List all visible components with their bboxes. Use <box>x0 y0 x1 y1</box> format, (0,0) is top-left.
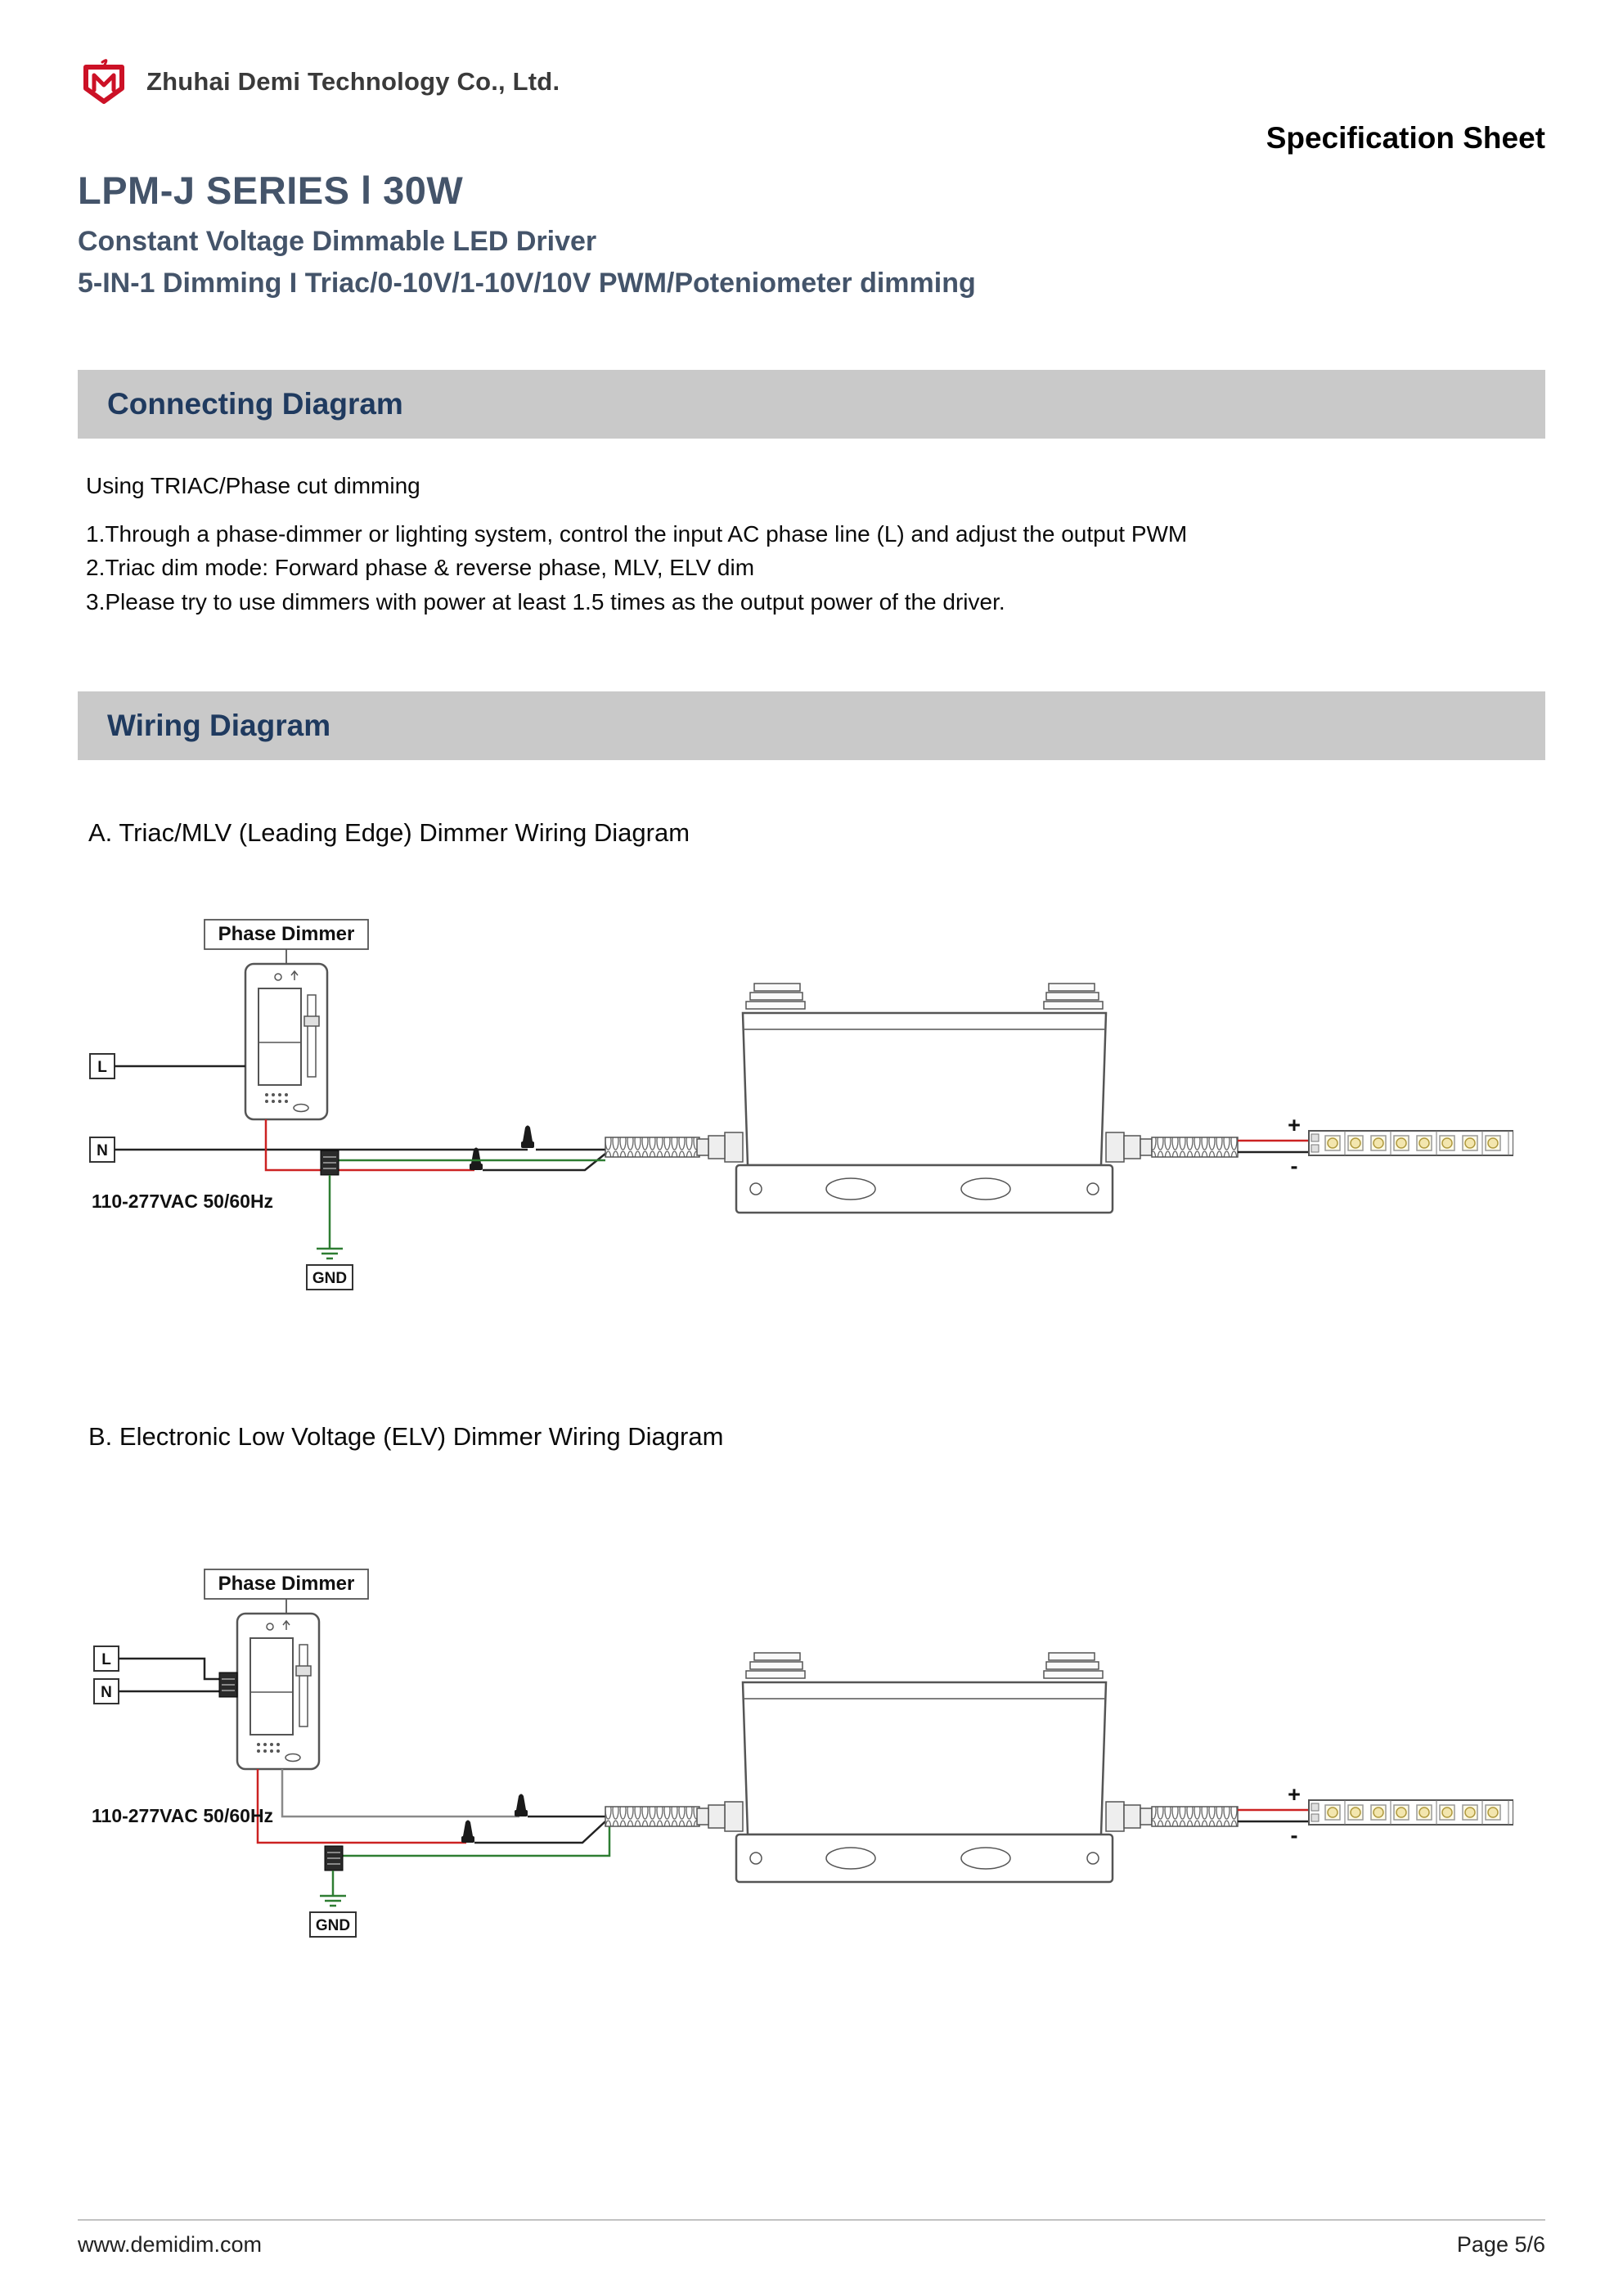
diagram-b-canvas: Phase Dimmer L N GND 110-277VAC 50/60Hz <box>92 1569 1513 1938</box>
dimmed-hot-wire <box>264 1119 474 1172</box>
gnd-label: GND <box>312 1270 347 1287</box>
line-terminal-label: L <box>97 1059 107 1076</box>
neutral-terminal-box <box>89 1137 115 1163</box>
braided-cable <box>605 1806 700 1827</box>
negative-label: - <box>1291 1154 1298 1178</box>
braided-cable <box>1151 1137 1239 1158</box>
phase-dimmer-drawing <box>236 1612 321 1771</box>
title-block: LPM-J SERIES l 30W Constant Voltage Dimm… <box>78 168 1545 309</box>
page-header: Zhuhai Demi Technology Co., Ltd. Specifi… <box>78 56 1545 155</box>
neutral-terminal-label: N <box>97 1142 108 1159</box>
braided-cable <box>1151 1806 1239 1827</box>
dimming-subtitle: 5-IN-1 Dimming I Triac/0-10V/1-10V/10V P… <box>78 268 976 299</box>
connecting-instructions: Using TRIAC/Phase cut dimming 1.Through … <box>86 473 1545 619</box>
section-header-connecting-label: Connecting Diagram <box>107 387 403 421</box>
input-voltage-label: 110-277VAC 50/60Hz <box>92 1191 273 1212</box>
neutral-terminal-box <box>93 1678 119 1704</box>
positive-label: + <box>1288 1782 1301 1807</box>
company-logo-icon <box>83 59 124 104</box>
driver-input-wire <box>483 1153 606 1172</box>
instruction-item: 2.Triac dim mode: Forward phase & revers… <box>86 555 755 581</box>
neutral-return-wire <box>281 1769 519 1818</box>
brand: Zhuhai Demi Technology Co., Ltd. <box>78 56 1545 108</box>
led-strip-drawing <box>1308 1130 1513 1156</box>
gnd-label-box <box>306 1264 353 1290</box>
wire-nut-icon <box>470 1147 483 1170</box>
gnd-label: GND <box>316 1917 350 1934</box>
ground-symbol-icon <box>318 1894 348 1907</box>
product-subtitle: Constant Voltage Dimmable LED Driver <box>78 226 597 257</box>
driver-input-wire <box>474 1821 606 1844</box>
braided-cable <box>605 1137 700 1158</box>
phase-dimmer-drawing <box>244 962 329 1121</box>
line-terminal-box <box>93 1645 119 1672</box>
wire-nut-icon <box>515 1794 528 1817</box>
wire-nut-icon <box>461 1820 474 1843</box>
phase-dimmer-label-box <box>204 919 369 950</box>
ground-wire <box>341 1826 611 1857</box>
phase-dimmer-label: Phase Dimmer <box>218 1573 355 1595</box>
led-driver-drawing <box>695 1651 1153 1884</box>
terminal-block-icon <box>324 1845 344 1871</box>
input-voltage-label: 110-277VAC 50/60Hz <box>92 1805 273 1826</box>
company-name: Zhuhai Demi Technology Co., Ltd. <box>146 67 560 96</box>
line-terminal-label: L <box>101 1651 111 1668</box>
diagram-a-canvas: Phase Dimmer L N GND 110-277VAC 50/60Hz <box>89 919 1513 1290</box>
led-driver-drawing <box>695 982 1153 1214</box>
instruction-item: 3.Please try to use dimmers with power a… <box>86 588 1005 615</box>
line-wire <box>119 1657 219 1681</box>
neutral-terminal-label: N <box>101 1684 112 1701</box>
diagram-a-caption: A. Triac/MLV (Leading Edge) Dimmer Wirin… <box>88 818 690 847</box>
connecting-intro: Using TRIAC/Phase cut dimming <box>86 473 420 498</box>
terminal-block-icon <box>218 1672 238 1698</box>
wire-nut-icon <box>521 1125 534 1148</box>
footer-page-number: Page 5/6 <box>1456 2232 1545 2257</box>
negative-label: - <box>1291 1823 1298 1848</box>
gnd-label-box <box>309 1911 357 1938</box>
positive-label: + <box>1288 1113 1301 1137</box>
led-strip-drawing <box>1308 1799 1513 1826</box>
phase-dimmer-label: Phase Dimmer <box>218 923 355 945</box>
instruction-item: 1.Through a phase-dimmer or lighting sys… <box>86 521 1188 547</box>
section-header-wiring: Wiring Diagram <box>78 691 1545 760</box>
section-header-connecting: Connecting Diagram <box>78 370 1545 439</box>
page-footer: www.demidim.com Page 5/6 <box>78 2219 1545 2258</box>
footer-website: www.demidim.com <box>78 2232 263 2257</box>
diagram-b-caption: B. Electronic Low Voltage (ELV) Dimmer W… <box>88 1422 724 1451</box>
terminal-block-icon <box>320 1150 339 1176</box>
specification-sheet-label: Specification Sheet <box>1266 121 1545 155</box>
dimmed-hot-wire <box>256 1769 466 1844</box>
ground-symbol-icon <box>315 1247 344 1260</box>
section-header-wiring-label: Wiring Diagram <box>107 709 331 742</box>
series-title: LPM-J SERIES l 30W <box>78 169 464 212</box>
